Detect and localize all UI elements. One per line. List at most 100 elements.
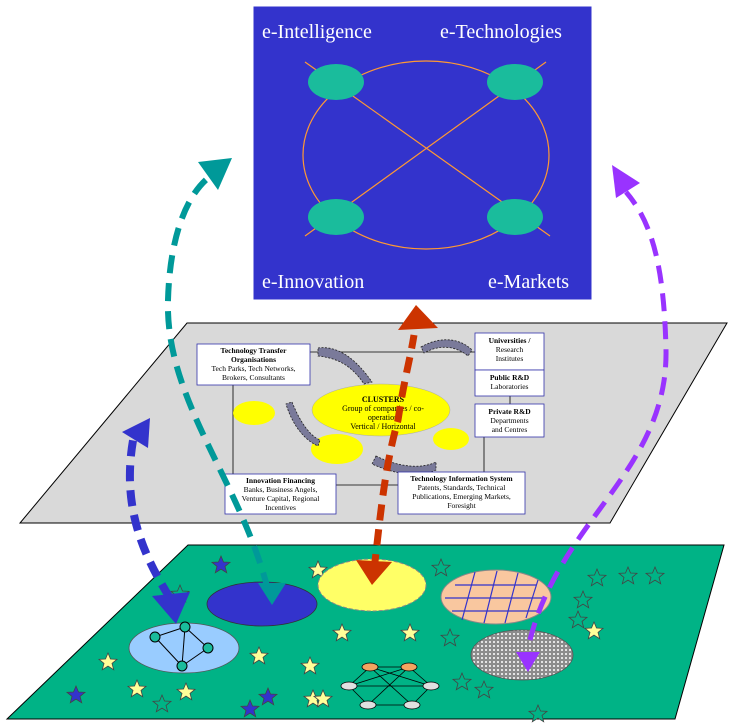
e-intelligence-node	[308, 64, 364, 100]
blue-arrowhead-icon	[122, 418, 150, 448]
dashed-arrows	[122, 158, 669, 672]
universities-line1: Research	[496, 345, 524, 354]
red-arrowhead-icon	[398, 305, 438, 330]
clusters-line2: operation	[368, 413, 398, 422]
network-node-icon	[176, 660, 188, 672]
innovation-financing-title: Innovation Financing	[246, 476, 315, 485]
e-intelligence-label: e-Intelligence	[262, 21, 372, 43]
public-rd-box: Public R&D Laboratories	[474, 369, 545, 397]
computer-node-icon	[422, 681, 440, 691]
computer-node-icon	[340, 681, 358, 691]
innovation-financing-line1: Banks, Business Angels,	[244, 485, 318, 494]
top-panel-orbit	[302, 60, 550, 250]
star-icon	[312, 688, 334, 708]
teal-arrowhead-icon	[258, 583, 286, 605]
e-innovation-label: e-Innovation	[262, 271, 364, 293]
star-icon	[586, 567, 608, 587]
public-rd-title: Public R&D	[490, 373, 530, 382]
technology-information-line3: Foresight	[447, 501, 476, 510]
private-rd-title: Private R&D	[488, 407, 531, 416]
grid-lines	[445, 570, 546, 624]
technology-transfer-box: Technology Transfer Organisations Tech P…	[196, 343, 311, 386]
star-icon	[299, 655, 321, 675]
middle-plane: Technology Transfer Organisations Tech P…	[18, 322, 728, 524]
star-icon	[175, 681, 197, 701]
star-icon	[617, 565, 639, 585]
clusters-label: CLUSTERS Group of companies / co- operat…	[342, 395, 424, 431]
computer-node-icon	[361, 662, 379, 672]
e-markets-label: e-Markets	[488, 271, 569, 293]
technology-transfer-title-line1: Technology Transfer	[221, 346, 288, 355]
technology-transfer-line1: Tech Parks, Tech Networks,	[212, 364, 296, 373]
innovation-financing-box: Innovation Financing Banks, Business Ang…	[224, 473, 337, 515]
blue-arrowhead-icon	[152, 592, 190, 624]
network-graph	[149, 621, 214, 672]
private-rd-line1: Departments	[490, 416, 528, 425]
network-node-icon	[149, 631, 161, 643]
red-arrowhead-icon	[356, 560, 392, 585]
technology-transfer-line2: Brokers, Consultants	[222, 373, 285, 382]
dark-blue-cluster-ellipse	[206, 581, 318, 627]
star-field	[65, 554, 666, 723]
star-icon	[527, 703, 549, 723]
computer-node-icon	[400, 662, 418, 672]
star-icon	[583, 620, 605, 640]
star-icon	[257, 686, 279, 706]
star-icon	[307, 559, 329, 579]
star-icon	[239, 698, 261, 718]
star-icon	[331, 622, 353, 642]
star-icon	[97, 651, 119, 671]
purple-arrowhead-icon	[612, 165, 640, 198]
curved-arrow-icon	[420, 339, 473, 357]
universities-box: Universities / Research Institutes	[474, 332, 545, 371]
e-technologies-node	[487, 64, 543, 100]
star-icon	[572, 589, 594, 609]
star-icon	[151, 693, 173, 713]
clusters-line1: Group of companies / co-	[342, 404, 424, 413]
star-icon	[65, 684, 87, 704]
star-icon	[126, 678, 148, 698]
technology-information-line1: Patents, Standards, Technical	[418, 483, 506, 492]
network-node-icon	[179, 621, 191, 633]
star-icon	[430, 557, 452, 577]
star-icon	[567, 609, 589, 629]
blue-dashed-arrow	[125, 429, 174, 601]
star-icon	[399, 622, 421, 642]
star-icon	[248, 645, 270, 665]
teal-arrowhead-icon	[198, 158, 232, 190]
e-markets-node	[487, 199, 543, 235]
technology-information-box: Technology Information System Patents, S…	[397, 471, 526, 515]
star-icon	[439, 627, 461, 647]
star-icon	[644, 565, 666, 585]
purple-arrowhead-icon	[516, 652, 540, 672]
star-icon	[473, 679, 495, 699]
teal-dashed-arrow	[164, 172, 271, 591]
technology-transfer-title-line2: Organisations	[231, 355, 276, 364]
technology-information-title: Technology Information System	[410, 474, 513, 483]
star-icon	[451, 671, 473, 691]
top-panel-background	[252, 5, 593, 301]
curved-arrow-icon	[317, 347, 373, 385]
small-yellow-ellipse	[433, 428, 469, 450]
computer-network	[340, 662, 440, 710]
grid-cluster-ellipse	[440, 569, 552, 625]
purple-dashed-arrow	[527, 190, 669, 641]
clusters-line3: Vertical / Horizontal	[350, 422, 416, 431]
top-panel: e-Intelligence e-Technologies e-Innovati…	[252, 5, 593, 301]
clusters-title: CLUSTERS	[362, 395, 405, 404]
clusters-ellipse	[311, 383, 451, 437]
red-dashed-arrow	[370, 334, 418, 571]
private-rd-box: Private R&D Departments and Centres	[474, 403, 545, 438]
e-technologies-label: e-Technologies	[440, 21, 562, 43]
network-node-icon	[202, 642, 214, 654]
e-innovation-node	[308, 199, 364, 235]
curved-arrow-icon	[285, 401, 321, 447]
innovation-financing-line2: Venture Capital, Regional	[242, 494, 320, 503]
small-yellow-ellipse	[233, 401, 275, 425]
computer-node-icon	[359, 700, 377, 710]
universities-title: Universities /	[489, 336, 532, 345]
public-rd-line1: Laboratories	[491, 382, 529, 391]
computer-node-icon	[403, 700, 421, 710]
private-rd-line2: and Centres	[492, 425, 528, 434]
